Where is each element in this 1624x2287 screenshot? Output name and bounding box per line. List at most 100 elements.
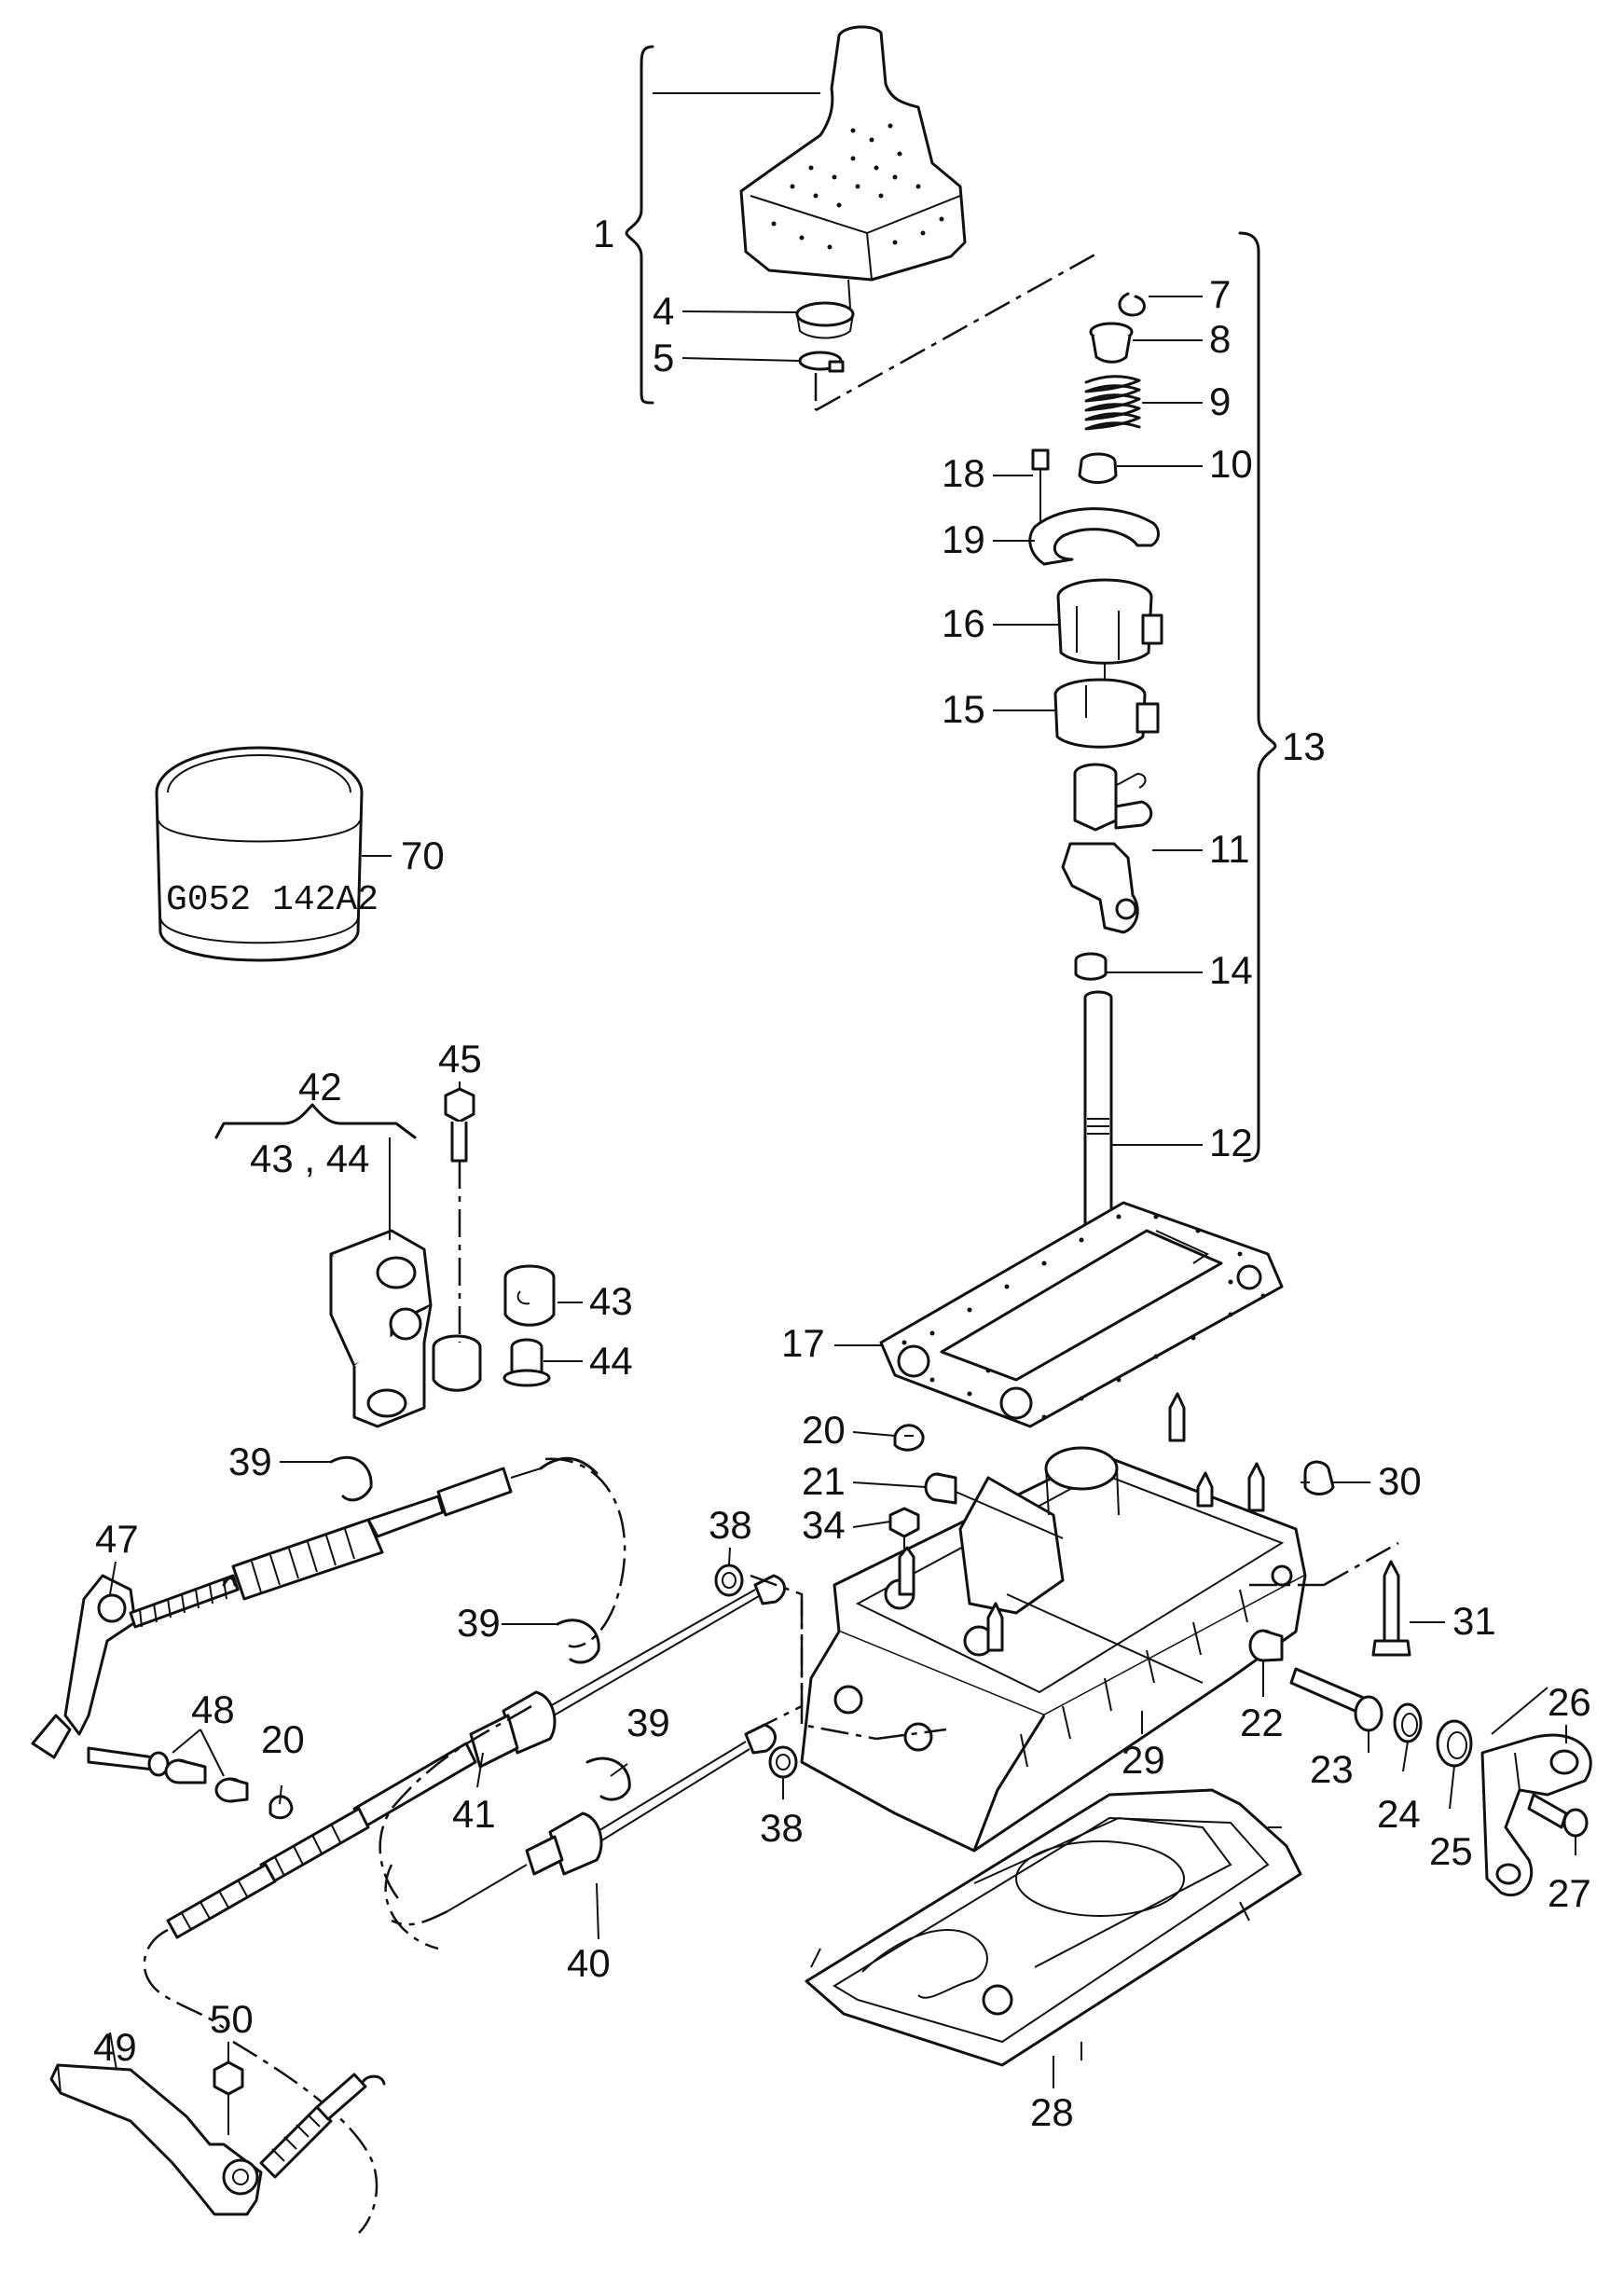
clamp-part-5 [798,351,845,373]
bolt-part-23 [1289,1667,1383,1732]
callout-labels: 1 4 5 7 8 9 10 11 12 13 14 15 16 17 18 1… [93,212,1591,2134]
callout-16: 16 [942,601,985,645]
callout-23: 23 [1310,1747,1354,1791]
dashed-cable-loop [378,1704,532,1903]
callout-7: 7 [1209,272,1231,316]
bracket-group-1 [625,45,654,405]
callout-50: 50 [210,1997,254,2041]
callout-38-lower: 38 [760,1806,804,1850]
lever-part-26 [1480,1733,1592,1896]
lever-head-part-11 [1061,763,1153,934]
callout-29: 29 [1122,1738,1165,1782]
clip-part-20-lower [268,1795,294,1820]
callout-43-44: 43 , 44 [250,1137,369,1180]
cable-part-40 [391,1723,777,1926]
shift-knob-boot [739,25,967,309]
callout-41: 41 [452,1792,496,1836]
leader-lines [109,296,1576,2088]
callout-4: 4 [653,289,674,333]
callout-14: 14 [1209,948,1253,992]
callout-12: 12 [1209,1121,1253,1164]
callout-13: 13 [1282,724,1326,768]
callout-8: 8 [1209,317,1231,361]
callout-9: 9 [1209,379,1231,423]
callout-43: 43 [589,1279,633,1323]
screw-part-31 [1371,1560,1411,1657]
callout-22: 22 [1240,1701,1284,1744]
callout-1: 1 [593,212,614,255]
callout-45: 45 [438,1037,482,1081]
callout-5: 5 [653,336,674,379]
bracket-group-13 [1238,231,1277,1163]
grommet-part-43 [503,1264,556,1327]
bolt-part-45 [444,1087,475,1163]
callout-28: 28 [1030,2090,1074,2134]
gasket-part-17 [879,1201,1284,1428]
callout-39-b: 39 [457,1601,501,1645]
callout-24: 24 [1377,1792,1421,1836]
callout-42: 42 [298,1065,342,1109]
clip-part-20-upper [893,1424,925,1452]
screw-part-27 [1527,1793,1589,1838]
cable-end-part-49 [259,2073,386,2179]
clip-part-39-c [585,1757,631,1801]
housing-part-29 [800,1446,1307,1853]
cap-part-10 [1078,452,1118,484]
callout-27: 27 [1548,1871,1591,1915]
sleeve-part-44 [502,1338,551,1387]
bracket-42-line [214,1103,417,1139]
callout-20-upper: 20 [802,1408,846,1452]
jar-label: G052 142A2 [166,880,378,920]
callout-10: 10 [1209,442,1253,486]
callout-18: 18 [942,451,985,495]
ring-part-4 [795,301,855,339]
callout-21: 21 [802,1459,846,1503]
retainer-part-19 [1028,507,1160,566]
bush-part-22 [1248,1629,1284,1662]
spring-part-9 [1084,375,1141,431]
callout-26: 26 [1548,1680,1591,1724]
washer-part-38-upper [714,1564,744,1597]
callout-40: 40 [567,1941,611,1985]
callout-44: 44 [589,1339,633,1383]
callout-20-lower: 20 [261,1717,305,1761]
pin-part-48 [87,1746,249,1803]
clip-part-7 [1118,292,1146,317]
bracket-part-42 [329,1229,482,1428]
callout-47: 47 [95,1517,139,1561]
callout-49: 49 [93,2025,137,2069]
cable-part-41 [143,1574,786,2030]
guide-part-16 [1056,578,1163,665]
callout-70: 70 [401,834,445,877]
callout-25: 25 [1429,1829,1473,1873]
nut-part-34 [888,1507,920,1552]
callout-39-a: 39 [228,1440,272,1483]
bush-part-14 [1074,952,1108,981]
callout-48: 48 [191,1688,235,1731]
callout-19: 19 [942,517,985,561]
washer-part-24 [1393,1702,1423,1743]
callout-38-upper: 38 [709,1503,752,1547]
pin-part-21 [924,1472,957,1505]
nut-part-50 [213,2060,244,2135]
washer-part-38-lower [768,1745,798,1779]
bush-part-25 [1436,1719,1473,1768]
callout-11: 11 [1209,827,1250,871]
clip-part-30 [1301,1460,1335,1495]
callout-31: 31 [1452,1599,1496,1643]
bush-part-8 [1089,322,1134,364]
callout-30: 30 [1378,1459,1422,1503]
callout-15: 15 [942,687,985,731]
clip-part-39-b [556,1619,600,1664]
clip-part-39-a [329,1455,373,1502]
guide-part-15 [1053,678,1160,749]
base-plate-part-28 [805,1788,1302,2067]
screws-housing [898,1392,1265,1652]
callout-17: 17 [781,1321,825,1365]
callout-34: 34 [802,1503,846,1547]
callout-39-c: 39 [626,1701,670,1744]
lever-part-49 [49,2063,263,2216]
cable-part-47 [31,1456,626,1759]
grease-jar-part-70: G052 142A2 [155,746,378,962]
